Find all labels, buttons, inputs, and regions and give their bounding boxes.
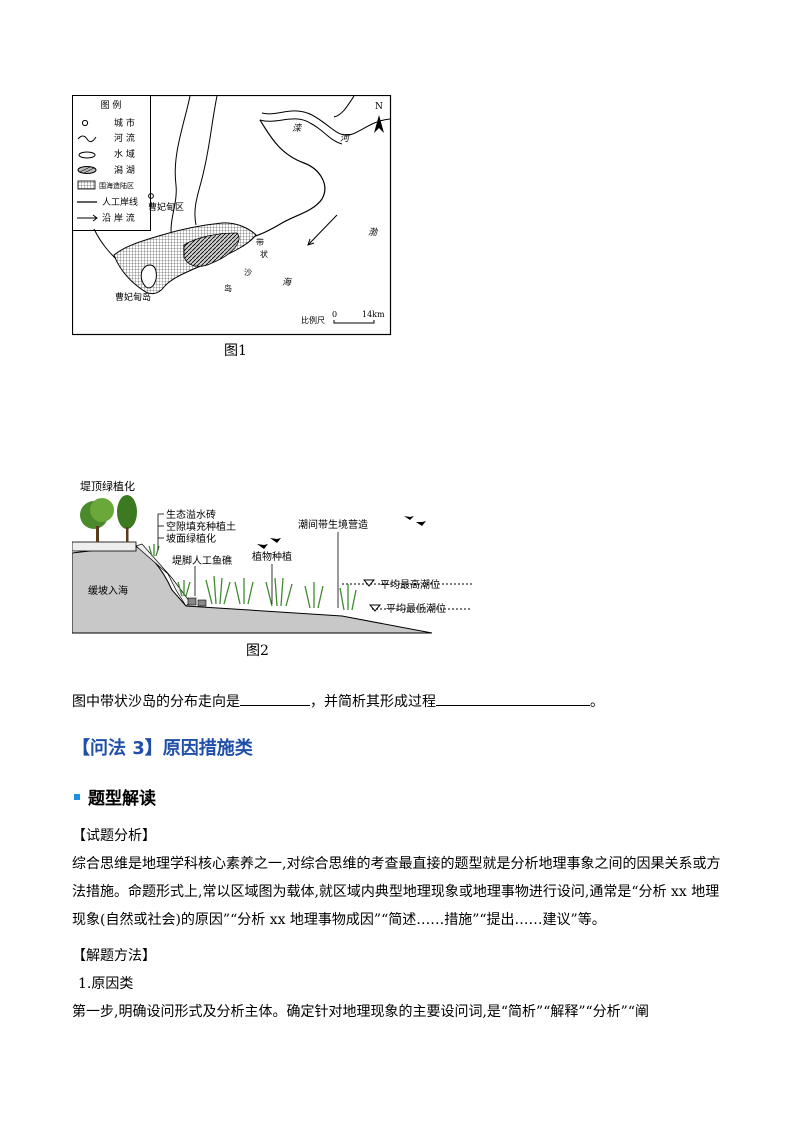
scale-label: 比例尺 (301, 315, 325, 325)
figure2-caption: 图2 (246, 643, 269, 659)
answer-blank-2[interactable] (436, 691, 590, 706)
sand-island-label-2: 状 (260, 249, 268, 259)
north-label: N (375, 102, 383, 112)
label-low-tide: 平均最低潮位 (386, 602, 446, 615)
method-heading: 【解题方法】 (72, 948, 156, 964)
river-line-1 (170, 95, 191, 241)
bullet-icon (74, 793, 80, 800)
legend-item-shoreline: 人工岸线 (102, 196, 138, 208)
analysis-line-2: 法措施。命题形式上,常以区域图为载体,就区域内典型地理现象或地理事物进行设问,通… (72, 884, 720, 900)
reclaim-icon (77, 180, 96, 190)
coastline (251, 119, 326, 238)
lagoon-icon (77, 166, 97, 174)
legend-item-reclaim: 围海造陆区 (99, 181, 134, 190)
figure1-caption: 图1 (224, 343, 247, 359)
legend-title: 图 例 (101, 99, 122, 111)
section-svg: 堤顶绿植化 生态溢水砖 空隙填充种植土 坡面绿植化 堤脚人工鱼礁 缓坡入海 植物… (71, 479, 472, 634)
birds-icon (257, 516, 426, 549)
river-label: 滦 (292, 123, 303, 134)
scale-end: 14km (362, 310, 385, 319)
label-intertidal: 潮间带生境营造 (298, 518, 368, 531)
luan-river (261, 110, 391, 136)
map-svg: 图 例 城 市 河 流 水 域 潟 湖 围海造陆区 人工岸线 沿 岸 流 (71, 94, 392, 336)
legend-box (72, 95, 151, 231)
city-marker (148, 193, 154, 199)
river-icon (77, 135, 97, 143)
sand-island-label-1: 带 (256, 238, 264, 247)
label-gentle-slope: 缓坡入海 (88, 584, 128, 597)
label-high-tide: 平均最高潮位 (380, 578, 440, 591)
question-line: 图中带状沙岛的分布走向是 ，并简析其形成过程 。 (72, 688, 604, 716)
analysis-heading: 【试题分析】 (72, 828, 156, 844)
lagoon-area (183, 232, 240, 267)
legend-item-water: 水 域 (114, 148, 135, 160)
legend-item-lagoon: 潟 湖 (114, 164, 135, 176)
grass-clumps (148, 544, 357, 611)
city-icon (81, 119, 89, 127)
method-line: 第一步,明确设问形式及分析主体。确定针对地理现象的主要设问词,是“简析”“解释”… (72, 1004, 649, 1020)
legend-item-city: 城 市 (114, 117, 135, 129)
sea-label: 渤 (368, 227, 378, 238)
tree-2 (117, 495, 137, 529)
island-label: 曹妃甸岛 (115, 291, 151, 303)
island-shape (140, 264, 157, 289)
top-slab (71, 541, 137, 552)
sand-island-label-4: 岛 (224, 283, 232, 293)
low-tide-mark (368, 604, 382, 612)
label-eco-brick: 生态溢水砖 (166, 508, 216, 521)
figure2-diagram: 堤顶绿植化 生态溢水砖 空隙填充种植土 坡面绿植化 堤脚人工鱼礁 缓坡入海 植物… (71, 478, 472, 638)
question-part3: 。 (590, 694, 604, 710)
city-label: 曹妃甸区 (148, 201, 184, 213)
label-plant: 植物种植 (252, 550, 292, 563)
scale-bar (333, 320, 375, 324)
section-title: 【问法 3】原因措施类 (72, 738, 253, 759)
analysis-line-1: 综合思维是地理学科核心素养之一,对综合思维的考查最直接的题型就是分析地理事象之间… (72, 856, 721, 872)
coastal-current-arrow (307, 214, 338, 246)
label-slope-green: 坡面绿植化 (166, 532, 216, 545)
figure1-map: 图 例 城 市 河 流 水 域 潟 湖 围海造陆区 人工岸线 沿 岸 流 (71, 94, 392, 336)
analysis-line-3: 现象(自然或社会)的原因”“分析 xx 地理事物成因”“简述……措施”“提出……… (72, 912, 606, 928)
label-fish-reef: 堤脚人工鱼礁 (172, 554, 232, 567)
method-item-1: 1.原因类 (78, 976, 134, 992)
subsection-heading: 题型解读 (74, 784, 156, 809)
legend-item-river: 河 流 (114, 132, 135, 144)
answer-blank-1[interactable] (240, 691, 310, 706)
water-icon (78, 151, 96, 159)
scale-zero: 0 (332, 310, 337, 319)
river-label-2: 河 (340, 133, 351, 144)
question-part2: ，并简析其形成过程 (310, 694, 436, 710)
north-arrow-icon (374, 115, 384, 133)
legend-item-current: 沿 岸 流 (102, 212, 135, 224)
subsection-title: 题型解读 (88, 789, 156, 809)
label-top-greening: 堤顶绿植化 (80, 479, 135, 493)
label-void-fill: 空隙填充种植土 (166, 520, 236, 533)
question-part1: 图中带状沙岛的分布走向是 (72, 694, 240, 710)
sand-island-label-3: 沙 (244, 268, 252, 277)
fish-reef-icon (187, 597, 197, 606)
river-line-2 (194, 95, 218, 226)
high-tide-mark (362, 579, 376, 587)
sea-label-2: 海 (282, 277, 293, 288)
